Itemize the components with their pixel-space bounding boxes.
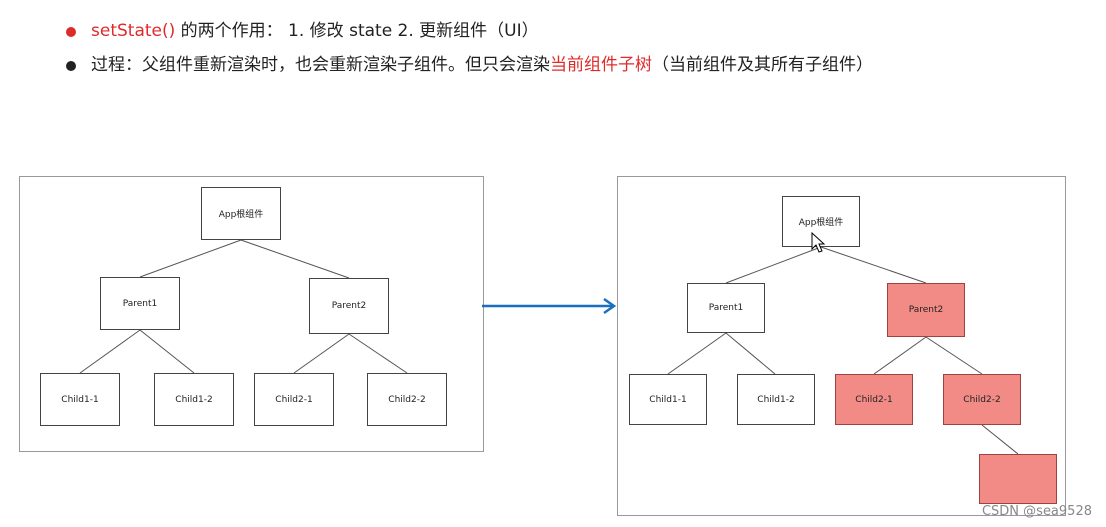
bullet-dot-black (66, 61, 76, 71)
arrow-right (482, 297, 617, 315)
edge-parent1-child1-2 (139, 329, 195, 374)
node-root: App根组件 (201, 187, 281, 240)
edge-parent2-child2-1 (873, 336, 927, 375)
node-child2-2: Child2-2 (367, 373, 447, 426)
edge-parent1-child1-1 (667, 332, 727, 375)
bullet-2-after: （当前组件及其所有子组件） (652, 55, 873, 75)
edge-root-parent2 (820, 246, 927, 284)
node-child1-2: Child1-2 (737, 374, 815, 425)
edge-root-parent1 (139, 239, 242, 278)
node-parent1: Parent1 (687, 283, 765, 333)
watermark: CSDN @sea9528 (981, 504, 1092, 519)
node-parent2: Parent2 (309, 278, 389, 334)
node-child1-1: Child1-1 (629, 374, 707, 425)
node-parent1: Parent1 (100, 277, 180, 330)
bullet-2-before: 过程：父组件重新渲染时，也会重新渲染子组件。但只会渲染 (91, 55, 550, 75)
diagram-right: App根组件 Parent1 Parent2 Child1-1 Child1-2… (617, 176, 1066, 516)
edge-parent2-child2-1 (293, 333, 350, 374)
bullet-1-text: setState() 的两个作用： 1. 修改 state 2. 更新组件（UI… (91, 14, 539, 48)
node-child2-1: Child2-1 (254, 373, 334, 426)
edge-parent2-child2-2 (925, 336, 983, 375)
diagram-left: App根组件 Parent1 Parent2 Child1-1 Child1-2… (19, 176, 484, 452)
node-child1-2: Child1-2 (154, 373, 234, 426)
edge-parent2-child2-2 (348, 333, 408, 374)
node-grandchild-highlighted (979, 454, 1057, 504)
edge-child2-2-extra (981, 424, 1019, 455)
node-parent2-highlighted: Parent2 (887, 283, 965, 337)
bullet-1-body: 的两个作用： 1. 修改 state 2. 更新组件（UI） (175, 21, 539, 41)
edge-root-parent2 (240, 239, 350, 279)
bullet-2-highlight: 当前组件子树 (550, 55, 652, 75)
node-child2-1-highlighted: Child2-1 (835, 374, 913, 425)
edge-parent1-child1-2 (725, 332, 776, 375)
edge-parent1-child1-1 (79, 329, 141, 374)
edge-root-parent1 (725, 246, 822, 284)
node-root: App根组件 (782, 196, 860, 247)
bullet-1-prefix: setState() (91, 21, 176, 41)
mouse-cursor-icon (811, 232, 826, 253)
bullet-dot-red (66, 27, 76, 37)
diagram-left-edges (79, 239, 408, 374)
bullet-2-text: 过程：父组件重新渲染时，也会重新渲染子组件。但只会渲染当前组件子树（当前组件及其… (91, 48, 873, 82)
node-child2-2-highlighted: Child2-2 (943, 374, 1021, 425)
node-child1-1: Child1-1 (40, 373, 120, 426)
diagram-right-edges (667, 246, 1019, 455)
